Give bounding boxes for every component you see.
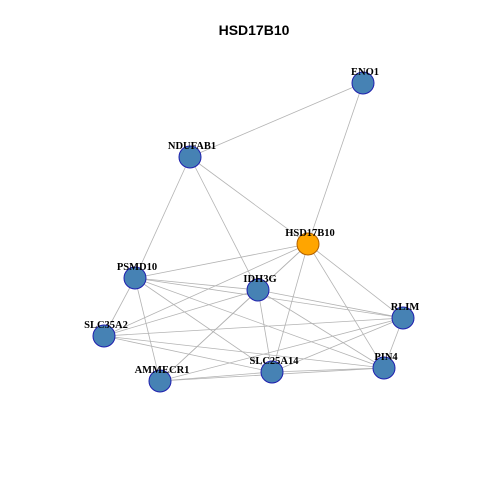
- edge-ndufab1-hsd17b10: [189, 156, 309, 245]
- node-slc25a14: SLC25A14: [249, 356, 299, 384]
- edge-eno1-ndufab1: [189, 82, 364, 158]
- edge-hsd17b10-pin4: [307, 243, 385, 369]
- node-label-hsd17b10: HSD17B10: [285, 228, 335, 239]
- diagram-title: HSD17B10: [219, 22, 290, 38]
- edge-hsd17b10-slc35a2: [103, 243, 309, 337]
- node-eno1: ENO1: [351, 67, 379, 95]
- node-circle-slc25a14: [260, 360, 284, 384]
- node-slc35a2: SLC35A2: [84, 320, 128, 348]
- edge-eno1-hsd17b10: [307, 82, 364, 245]
- node-hsd17b10: HSD17B10: [285, 228, 335, 256]
- edge-psmd10-idh3g: [134, 277, 259, 291]
- edge-slc25a14-pin4: [271, 367, 385, 373]
- edge-hsd17b10-rlim: [307, 243, 404, 319]
- node-label-psmd10: PSMD10: [117, 262, 157, 273]
- edge-slc35a2-pin4: [103, 335, 385, 369]
- node-circle-rlim: [391, 306, 415, 330]
- edge-ammecr1-rlim: [159, 317, 404, 382]
- node-label-slc35a2: SLC35A2: [84, 320, 128, 331]
- edge-ndufab1-idh3g: [189, 156, 259, 291]
- node-label-eno1: ENO1: [351, 67, 379, 78]
- edge-psmd10-slc25a14: [134, 277, 273, 373]
- edge-slc25a14-rlim: [271, 317, 404, 373]
- edges-layer: [103, 82, 404, 382]
- edge-psmd10-rlim: [134, 277, 404, 319]
- node-label-rlim: RLIM: [391, 302, 420, 313]
- node-circle-slc35a2: [92, 324, 116, 348]
- node-psmd10: PSMD10: [117, 262, 157, 290]
- edge-idh3g-rlim: [257, 289, 404, 319]
- edge-ammecr1-slc25a14: [159, 371, 273, 382]
- node-ndufab1: NDUFAB1: [168, 141, 216, 169]
- node-rlim: RLIM: [391, 302, 420, 330]
- node-label-ndufab1: NDUFAB1: [168, 141, 216, 152]
- node-label-ammecr1: AMMECR1: [135, 365, 190, 376]
- edge-idh3g-ammecr1: [159, 289, 259, 382]
- edge-psmd10-ammecr1: [134, 277, 161, 382]
- edge-idh3g-slc25a14: [257, 289, 273, 373]
- node-circle-ammecr1: [148, 369, 172, 393]
- edge-idh3g-slc35a2: [103, 289, 259, 337]
- node-circle-ndufab1: [178, 145, 202, 169]
- node-label-slc25a14: SLC25A14: [249, 356, 299, 367]
- edge-hsd17b10-psmd10: [134, 243, 309, 279]
- node-label-idh3g: IDH3G: [243, 274, 276, 285]
- node-ammecr1: AMMECR1: [135, 365, 190, 393]
- node-circle-psmd10: [123, 266, 147, 290]
- node-circle-pin4: [372, 356, 396, 380]
- node-pin4: PIN4: [372, 352, 398, 380]
- node-circle-eno1: [351, 71, 375, 95]
- edge-psmd10-pin4: [134, 277, 385, 369]
- node-idh3g: IDH3G: [243, 274, 277, 302]
- node-label-pin4: PIN4: [374, 352, 398, 363]
- edge-ndufab1-psmd10: [134, 156, 191, 279]
- edge-slc35a2-slc25a14: [103, 335, 273, 373]
- node-circle-idh3g: [246, 278, 270, 302]
- edge-slc35a2-rlim: [103, 317, 404, 337]
- edge-idh3g-pin4: [257, 289, 385, 369]
- node-circle-hsd17b10: [296, 232, 320, 256]
